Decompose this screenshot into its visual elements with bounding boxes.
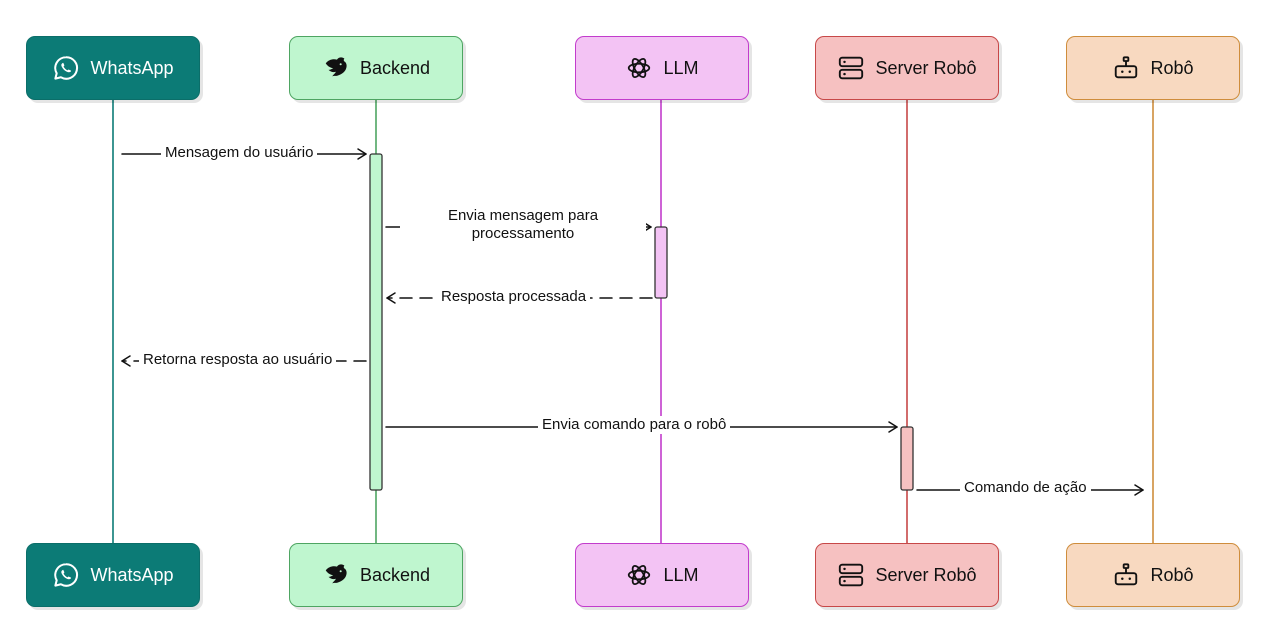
participant-whatsapp-bottom[interactable]: WhatsApp xyxy=(26,543,200,607)
activation-llm xyxy=(654,226,668,299)
whatsapp-icon xyxy=(52,54,80,82)
arrowhead-msg-6 xyxy=(1134,484,1144,496)
whatsapp-icon xyxy=(52,561,80,589)
participant-label: LLM xyxy=(663,564,699,585)
arrowhead-msg-3 xyxy=(386,292,396,304)
robot-icon xyxy=(1112,54,1140,82)
participant-label: Backend xyxy=(359,564,431,585)
participant-backend-bottom[interactable]: Backend xyxy=(289,543,463,607)
participant-label: Backend xyxy=(359,57,431,78)
participant-label: Server Robô xyxy=(875,564,977,585)
participant-robo-bottom[interactable]: Robô xyxy=(1066,543,1240,607)
participant-label: LLM xyxy=(663,57,699,78)
participant-robo-top[interactable]: Robô xyxy=(1066,36,1240,100)
arrowhead-msg-1 xyxy=(357,148,367,160)
participant-llm-top[interactable]: LLM xyxy=(575,36,749,100)
openai-icon xyxy=(625,54,653,82)
message-label-4: Retorna resposta ao usuário xyxy=(139,351,337,369)
message-label-2-line2: processamento xyxy=(471,225,575,242)
participant-server-bottom[interactable]: Server Robô xyxy=(815,543,999,607)
participant-whatsapp-top[interactable]: WhatsApp xyxy=(26,36,200,100)
participant-llm-bottom[interactable]: LLM xyxy=(575,543,749,607)
participant-label: Robô xyxy=(1150,564,1194,585)
nestjs-cat-icon xyxy=(322,561,350,589)
arrowhead-msg-4 xyxy=(121,355,131,367)
server-icon xyxy=(837,54,865,82)
openai-icon xyxy=(625,561,653,589)
message-label-5: Envia comando para o robô xyxy=(538,416,731,434)
message-label-6: Comando de ação xyxy=(960,479,1091,497)
robot-icon xyxy=(1112,561,1140,589)
message-label-2: Envia mensagem para processamento xyxy=(400,207,646,243)
activation-server xyxy=(900,426,914,491)
activation-backend xyxy=(369,153,383,491)
participant-label: Server Robô xyxy=(875,57,977,78)
server-icon xyxy=(837,561,865,589)
participant-label: Robô xyxy=(1150,57,1194,78)
message-label-1: Mensagem do usuário xyxy=(161,144,318,162)
participant-backend-top[interactable]: Backend xyxy=(289,36,463,100)
message-label-2-line1: Envia mensagem para xyxy=(447,207,599,224)
participant-label: WhatsApp xyxy=(90,57,174,78)
arrowhead-msg-5 xyxy=(888,421,898,433)
nestjs-cat-icon xyxy=(322,54,350,82)
participant-server-top[interactable]: Server Robô xyxy=(815,36,999,100)
message-label-3: Resposta processada xyxy=(437,288,591,306)
participant-label: WhatsApp xyxy=(90,564,174,585)
